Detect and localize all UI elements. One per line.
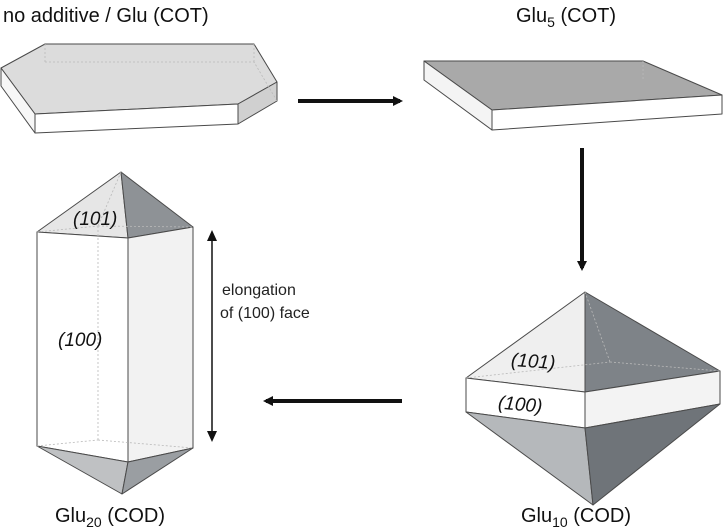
label-glu10: Glu10 (COD) <box>521 505 631 528</box>
crystal-bipyramid-glu10 <box>465 291 721 506</box>
crystal-plate-no-additive <box>0 43 278 134</box>
face-label-101-glu20: (101) <box>73 209 117 230</box>
face-label-101-glu10: (101) <box>510 350 556 374</box>
face-label-100-glu20: (100) <box>58 330 102 351</box>
label-glu20: Glu20 (COD) <box>55 505 165 528</box>
elongation-double-arrow <box>207 230 217 442</box>
crystal-plate-glu5 <box>423 60 723 131</box>
crystal-prism-glu20 <box>36 171 194 495</box>
label-no-additive: no additive / Glu (COT) <box>3 5 209 27</box>
label-glu5: Glu5 (COT) <box>516 5 616 30</box>
annotation-elongation-line2: of (100) face <box>220 305 310 322</box>
annotation-elongation-line1: elongation <box>222 282 296 299</box>
face-label-100-glu10: (100) <box>497 393 543 418</box>
